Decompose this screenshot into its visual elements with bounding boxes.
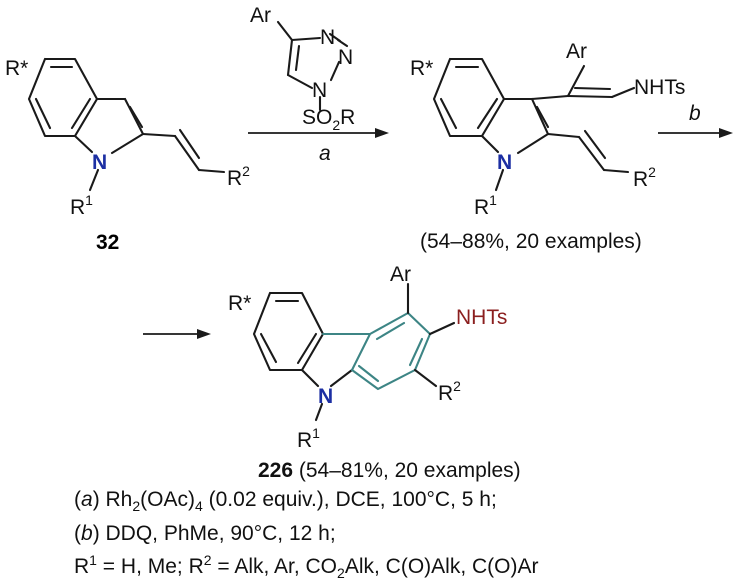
- condition-a: (a) Rh2(OAc)4 (0.02 equiv.), DCE, 100°C,…: [74, 488, 497, 515]
- triazole-n-top: N: [320, 26, 335, 49]
- compound-226-r2: R2: [438, 378, 461, 405]
- compound-226-rstar: R*: [228, 292, 251, 315]
- compound-226-ar: Ar: [390, 263, 411, 286]
- arrow-b-label: b: [689, 102, 701, 125]
- intermediate-n: N: [497, 151, 512, 174]
- compound-226-n: N: [318, 385, 333, 408]
- arrow-b: [658, 128, 733, 138]
- compound-32-rstar: R*: [5, 57, 28, 80]
- compound-32-label: 32: [96, 231, 119, 254]
- arrow-continue: [143, 329, 211, 339]
- triazole-n-bottom: N: [312, 79, 327, 102]
- intermediate-structure: [432, 57, 636, 192]
- compound-226-r1: R1: [297, 425, 320, 452]
- substituent-definitions: R1 = H, Me; R2 = Alk, Ar, CO2Alk, C(O)Al…: [74, 552, 539, 582]
- triazole-structure: [276, 20, 349, 112]
- compound-32-n: N: [92, 151, 107, 174]
- reaction-conditions: (a) Rh2(OAc)4 (0.02 equiv.), DCE, 100°C,…: [74, 486, 538, 587]
- compound-226-structure: [252, 282, 456, 422]
- intermediate-yield: (54–88%, 20 examples): [420, 230, 642, 253]
- intermediate-r1: R1: [474, 192, 497, 219]
- triazole-ar: Ar: [250, 4, 271, 27]
- condition-b: (b) DDQ, PhMe, 90°C, 12 h;: [74, 522, 336, 546]
- intermediate-rstar: R*: [410, 57, 433, 80]
- compound-32-r1: R1: [70, 192, 93, 219]
- triazole-so2r: SO2R: [302, 106, 355, 133]
- arrow-a-label: a: [319, 142, 331, 165]
- compound-32-structure: [27, 57, 226, 192]
- compound-226-nhts: NHTs: [456, 306, 507, 329]
- intermediate-nhts: NHTs: [634, 76, 685, 99]
- triazole-n-right: N: [338, 46, 353, 69]
- compound-32-r2: R2: [227, 163, 250, 190]
- arrow-a: [248, 128, 389, 138]
- intermediate-ar: Ar: [566, 40, 587, 63]
- intermediate-r2: R2: [633, 164, 656, 191]
- compound-226-label: 226 (54–81%, 20 examples): [258, 459, 521, 482]
